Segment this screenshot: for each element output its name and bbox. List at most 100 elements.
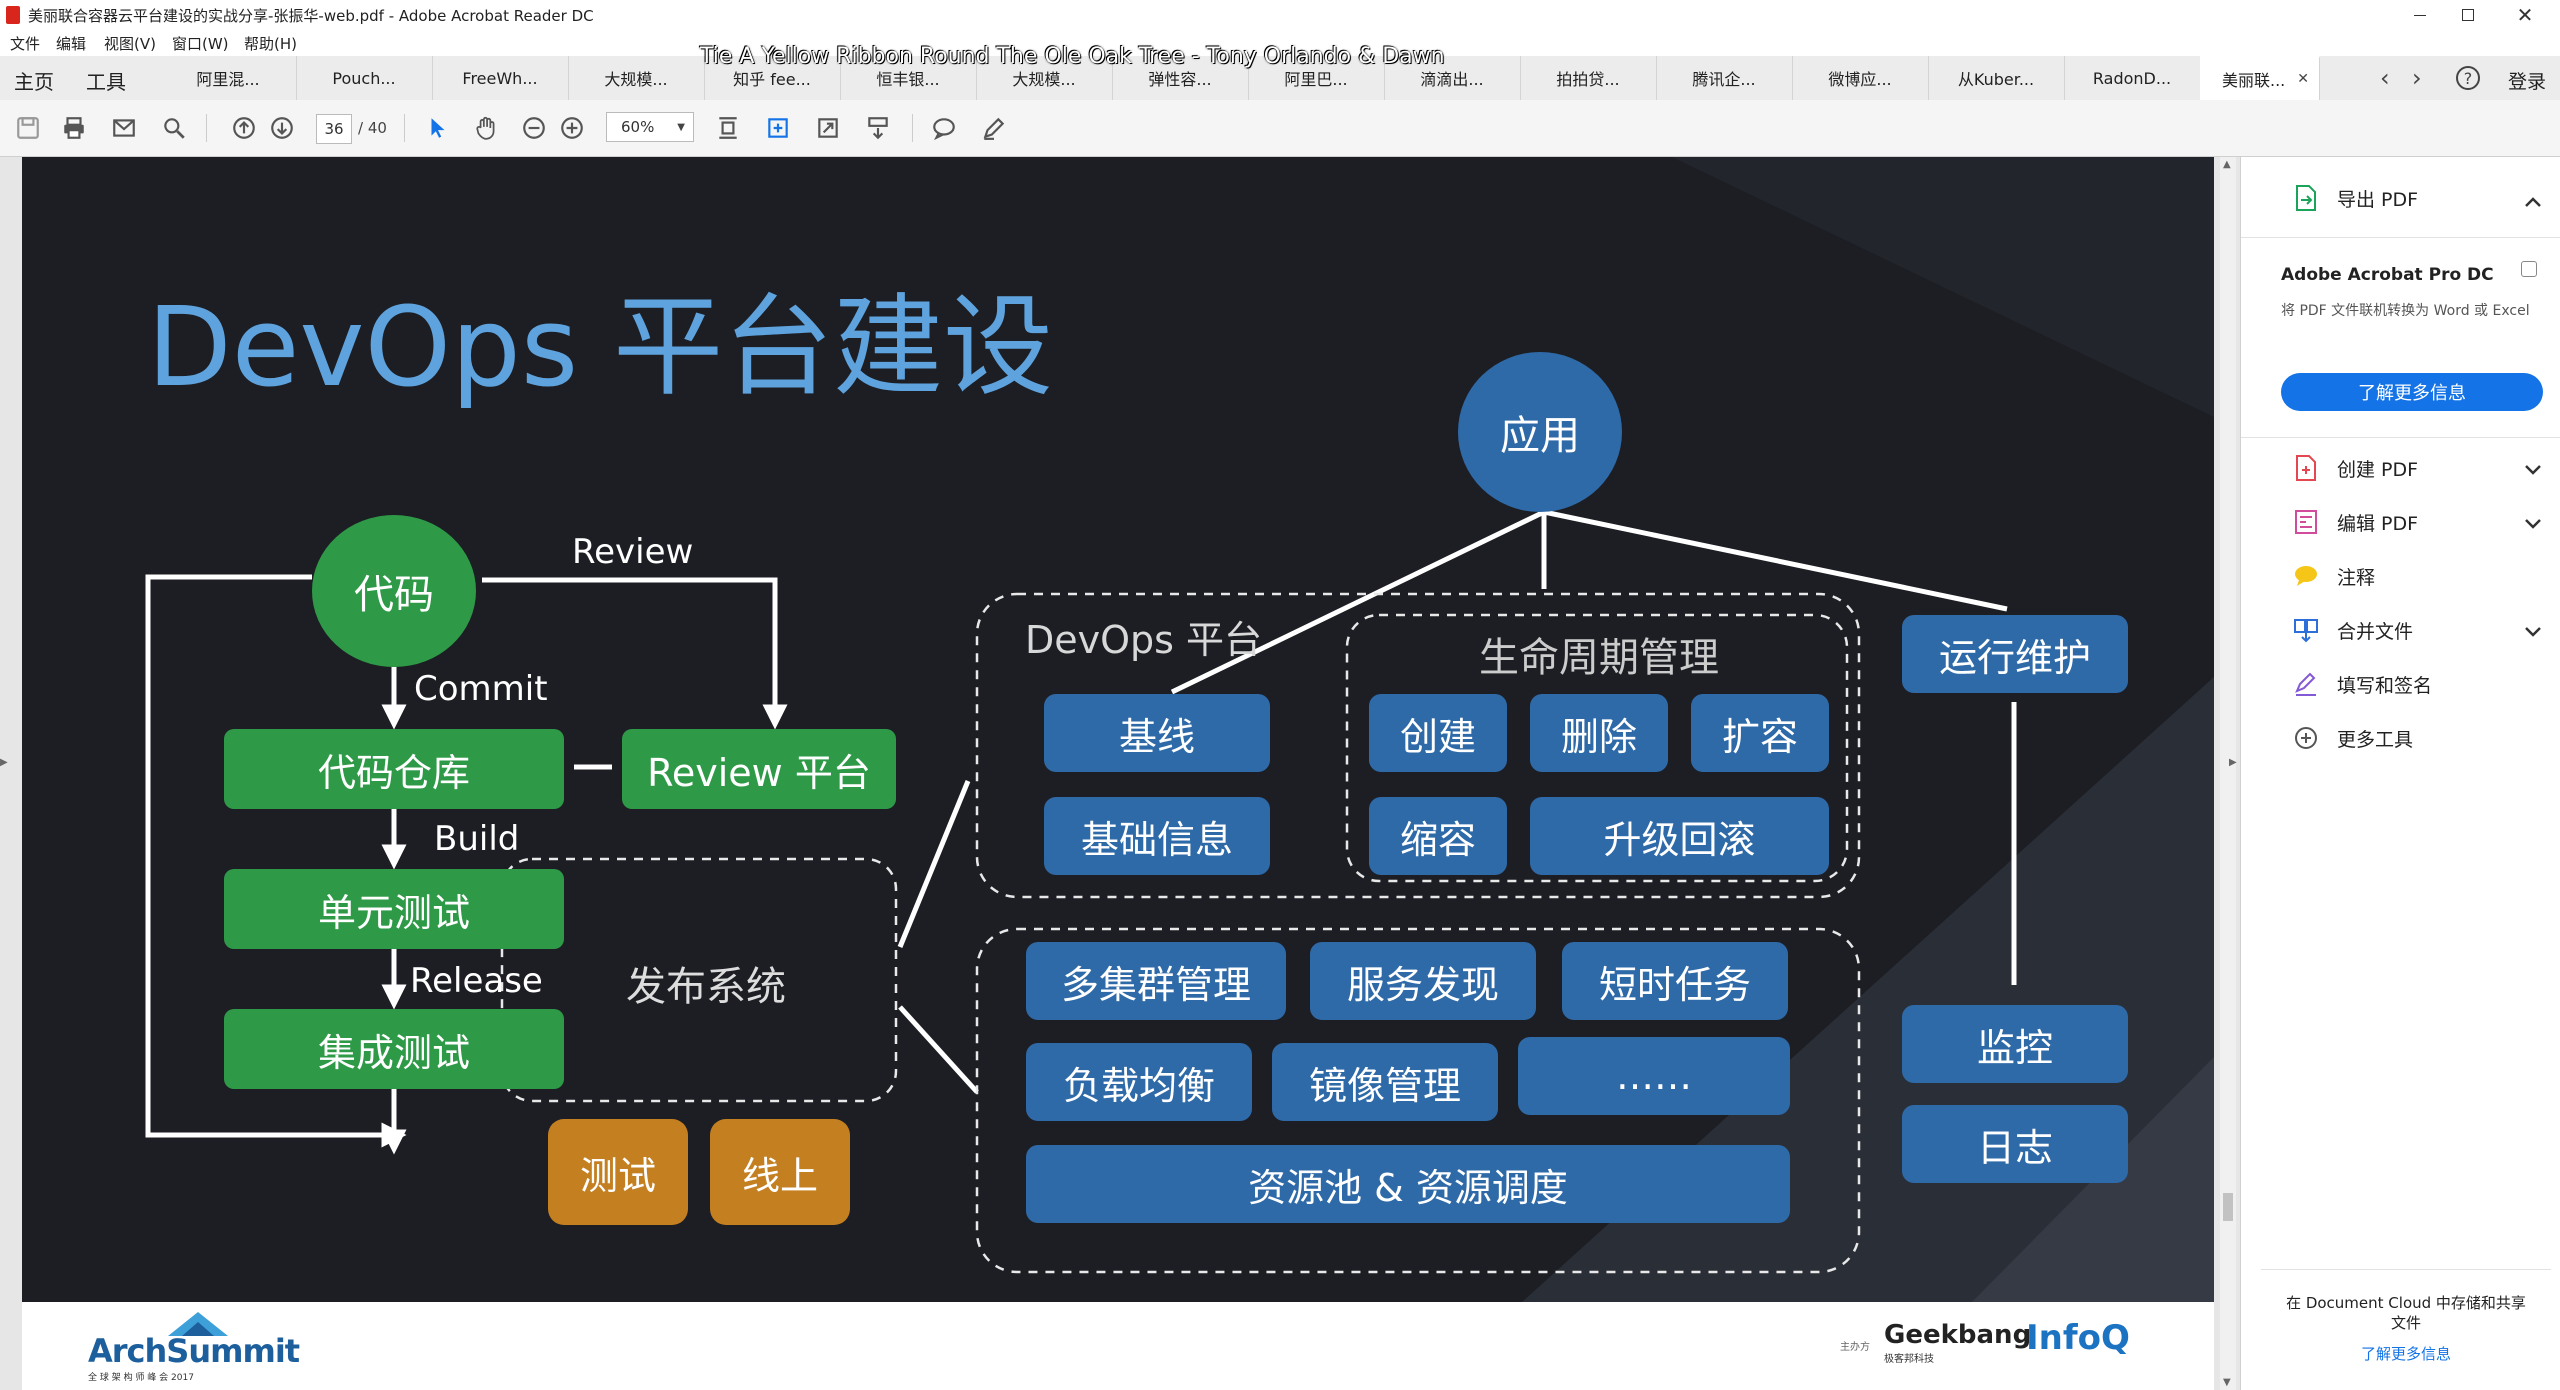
- fill-sign-icon: [2291, 669, 2321, 699]
- comment-icon[interactable]: [928, 112, 960, 144]
- release-system-label: 发布系统: [626, 964, 786, 1010]
- zoom-select[interactable]: 60% ▼: [606, 112, 694, 142]
- build-label: Build: [434, 819, 520, 859]
- tools-pane: ▶ 导出 PDF Adobe Acrobat Pro DC 将 PDF 文件联机…: [2229, 157, 2560, 1390]
- learn-more-button[interactable]: 了解更多信息: [2281, 373, 2543, 411]
- doc-tab[interactable]: 大规模...: [976, 56, 1113, 100]
- doc-tab-active[interactable]: 美丽联... ✕: [2200, 56, 2320, 100]
- fit-page-icon[interactable]: [762, 112, 794, 144]
- combine-files-icon: [2291, 615, 2321, 645]
- export-pdf-item[interactable]: 导出 PDF: [2291, 183, 2418, 213]
- basic-info-node: 基础信息: [1044, 797, 1270, 875]
- doc-tab[interactable]: FreeWh...: [432, 56, 569, 100]
- doc-tab[interactable]: 大规模...: [568, 56, 705, 100]
- search-icon[interactable]: [158, 112, 190, 144]
- doc-tab[interactable]: 弹性容...: [1112, 56, 1249, 100]
- chevron-down-icon[interactable]: [2523, 463, 2543, 477]
- left-panel-toggle[interactable]: ▶: [0, 757, 8, 768]
- select-cursor-icon[interactable]: [422, 112, 454, 144]
- vertical-scrollbar[interactable]: ▲ ▼: [2220, 157, 2236, 1390]
- chevron-up-icon[interactable]: [2523, 195, 2543, 209]
- login-link[interactable]: 登录: [2508, 71, 2547, 93]
- full-screen-icon[interactable]: [812, 112, 844, 144]
- menu-file[interactable]: 文件: [10, 35, 41, 53]
- promo-options-icon[interactable]: [2521, 261, 2537, 277]
- hand-tool-icon[interactable]: [470, 112, 502, 144]
- doc-tab[interactable]: 阿里混...: [160, 56, 297, 100]
- tab-home[interactable]: 主页: [14, 70, 54, 94]
- edit-pdf-item[interactable]: 编辑 PDF: [2291, 507, 2418, 537]
- email-icon[interactable]: [108, 112, 140, 144]
- page-number-input[interactable]: 36: [316, 114, 352, 144]
- doc-tab[interactable]: 恒丰银...: [840, 56, 977, 100]
- ops-node: 运行维护: [1902, 615, 2128, 693]
- close-tab-icon[interactable]: ✕: [2297, 71, 2309, 87]
- minimize-button[interactable]: [2400, 0, 2440, 30]
- resource-pool-node: 资源池 & 资源调度: [1026, 1145, 1790, 1223]
- lifecycle-label: 生命周期管理: [1479, 635, 1719, 681]
- close-window-button[interactable]: ✕: [2516, 3, 2534, 27]
- cloud-learn-more-link[interactable]: 了解更多信息: [2360, 1345, 2451, 1363]
- geekbang-logo: Geekbang 极客邦科技: [1884, 1320, 2032, 1365]
- save-icon[interactable]: [12, 112, 44, 144]
- right-panel-collapse[interactable]: ▶: [2229, 757, 2237, 768]
- chevron-down-icon[interactable]: [2523, 517, 2543, 531]
- delete-node: 删除: [1530, 694, 1668, 772]
- app-icon: [6, 6, 20, 24]
- tab-tools[interactable]: 工具: [86, 70, 126, 94]
- zoom-out-icon[interactable]: [518, 112, 550, 144]
- scroll-down-icon[interactable]: ▼: [2223, 1377, 2231, 1388]
- diagram-connectors: [145, 509, 2017, 1274]
- scroll-mode-icon[interactable]: [862, 112, 894, 144]
- menu-help[interactable]: 帮助(H): [244, 35, 297, 53]
- archsummit-logo: ArchSummit 全 球 架 构 师 峰 会 2017: [88, 1312, 300, 1383]
- print-icon[interactable]: [58, 112, 90, 144]
- release-label: Release: [410, 961, 543, 1001]
- menu-view[interactable]: 视图(V): [104, 35, 156, 53]
- fit-width-icon[interactable]: [712, 112, 744, 144]
- slide-footer: ArchSummit 全 球 架 构 师 峰 会 2017 主办方 Geekba…: [22, 1302, 2214, 1390]
- commit-label: Commit: [414, 669, 548, 709]
- help-icon[interactable]: ?: [2456, 66, 2480, 90]
- doc-tab[interactable]: Pouch...: [296, 56, 433, 100]
- toolbar: 36 / 40 60% ▼: [0, 100, 2560, 157]
- zoom-in-icon[interactable]: [556, 112, 588, 144]
- comment-bubble-icon: [2291, 561, 2321, 591]
- comment-item[interactable]: 注释: [2291, 561, 2375, 591]
- infoq-logo: InfoQ: [2026, 1318, 2130, 1358]
- doc-tab[interactable]: 微博应...: [1792, 56, 1929, 100]
- chevron-down-icon[interactable]: [2523, 625, 2543, 639]
- expand-node: 扩容: [1691, 694, 1829, 772]
- page-down-icon[interactable]: [266, 112, 298, 144]
- doc-tab[interactable]: 从Kuber...: [1928, 56, 2065, 100]
- env-online-node: 线上: [710, 1119, 850, 1225]
- doc-tab[interactable]: 腾讯企...: [1656, 56, 1793, 100]
- menu-edit[interactable]: 编辑: [56, 35, 87, 53]
- scroll-up-icon[interactable]: ▲: [2223, 159, 2231, 170]
- doc-tab[interactable]: 拍拍贷...: [1520, 56, 1657, 100]
- tab-prev-icon[interactable]: ‹: [2380, 64, 2390, 92]
- sponsor-label: 主办方: [1840, 1342, 1870, 1353]
- doc-tab[interactable]: 阿里巴...: [1248, 56, 1385, 100]
- window-title: 美丽联合容器云平台建设的实战分享-张振华-web.pdf - Adobe Acr…: [28, 7, 594, 25]
- tab-bar: 主页 工具 阿里混... Pouch... FreeWh... 大规模... 知…: [0, 56, 2560, 101]
- edit-pdf-icon: [2291, 507, 2321, 537]
- doc-tab[interactable]: 滴滴出...: [1384, 56, 1521, 100]
- fill-sign-item[interactable]: 填写和签名: [2291, 669, 2432, 699]
- code-node: 代码: [312, 515, 476, 667]
- page-up-icon[interactable]: [228, 112, 260, 144]
- promo-title: Adobe Acrobat Pro DC: [2281, 265, 2494, 285]
- combine-files-item[interactable]: 合并文件: [2291, 615, 2413, 645]
- more-tools-item[interactable]: 更多工具: [2291, 723, 2413, 753]
- menu-window[interactable]: 窗口(W): [172, 35, 229, 53]
- create-pdf-item[interactable]: 创建 PDF: [2291, 453, 2418, 483]
- code-repo-node: 代码仓库: [224, 729, 564, 809]
- tab-next-icon[interactable]: ›: [2412, 64, 2422, 92]
- doc-tab[interactable]: 知乎 fee...: [704, 56, 841, 100]
- multi-cluster-node: 多集群管理: [1026, 942, 1286, 1020]
- maximize-button[interactable]: [2448, 0, 2488, 30]
- cloud-storage-text: 在 Document Cloud 中存储和共享文件: [2286, 1294, 2526, 1332]
- doc-tab[interactable]: RadonD...: [2064, 56, 2201, 100]
- pen-icon[interactable]: [978, 112, 1010, 144]
- scrollbar-thumb[interactable]: [2223, 1193, 2233, 1221]
